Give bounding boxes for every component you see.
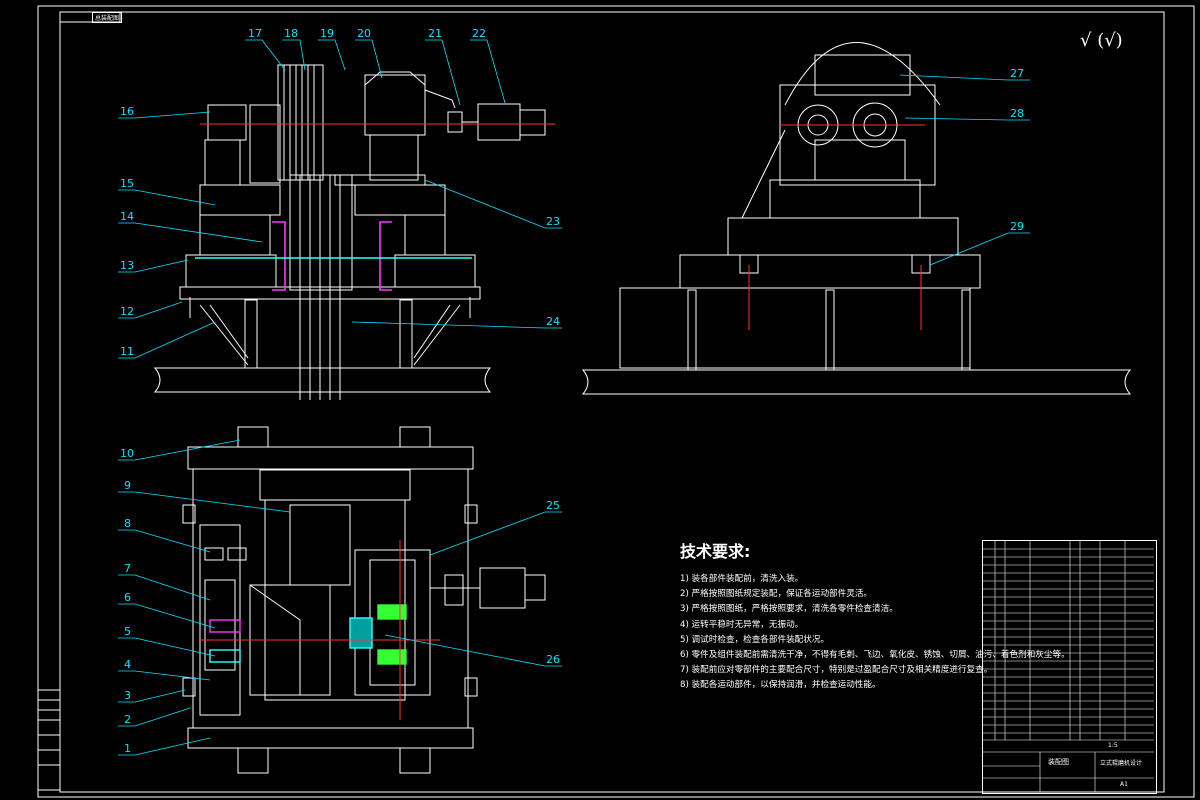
callout-24: 24 <box>546 315 560 328</box>
callout-27: 27 <box>1010 67 1024 80</box>
callout-15: 15 <box>120 177 134 190</box>
callout-leaders <box>118 39 1030 756</box>
callout-20: 20 <box>357 27 371 40</box>
callout-23: 23 <box>546 215 560 228</box>
callout-14: 14 <box>120 210 134 223</box>
callout-7: 7 <box>124 562 131 575</box>
callout-9: 9 <box>124 479 131 492</box>
tech-requirement-item: 6) 零件及组件装配前需清洗干净，不得有毛刺、飞边、氧化皮、锈蚀、切屑、油污、着… <box>680 650 1070 661</box>
callout-5: 5 <box>124 625 131 638</box>
tech-requirement-item: 1) 装各部件装配前，清洗入装。 <box>680 574 804 584</box>
title-block-subtitle: 立式辊磨机设计 <box>1100 760 1143 767</box>
drawing-tag: 总装配图 <box>92 12 123 23</box>
title-block-title: 装配图 <box>1048 758 1069 766</box>
side-elevation-view <box>581 42 1132 395</box>
callout-10: 10 <box>120 447 134 460</box>
callout-2: 2 <box>124 713 131 726</box>
callout-22: 22 <box>472 27 486 40</box>
callout-28: 28 <box>1010 107 1024 120</box>
front-elevation-view <box>153 64 546 400</box>
callout-3: 3 <box>124 689 131 702</box>
title-block-footer: A1 <box>1120 781 1128 788</box>
callout-12: 12 <box>120 305 134 318</box>
side-elevation-accents <box>748 124 925 330</box>
technical-requirements: 技术要求: 1) 装各部件装配前，清洗入装。 2) 严格按照图纸规定装配，保证各… <box>680 538 1070 694</box>
callout-18: 18 <box>284 27 298 40</box>
callout-25: 25 <box>546 499 560 512</box>
callout-13: 13 <box>120 259 134 272</box>
title-block <box>982 540 1157 794</box>
tech-requirement-item: 5) 调试时检查，检查各部件装配状况。 <box>680 634 830 645</box>
callout-1: 1 <box>124 742 131 755</box>
tech-requirement-item: 2) 严格按照图纸规定装配，保证各运动部件灵活。 <box>680 589 873 600</box>
plan-view-accents <box>200 540 440 720</box>
title-block-scale: 1:5 <box>1108 742 1118 749</box>
callout-numbers: 17 18 19 20 21 22 16 15 14 13 12 11 23 2… <box>120 27 1024 755</box>
callout-21: 21 <box>428 27 442 40</box>
tech-requirement-item: 8) 装配各运动部件，以保持润滑，并检查运动性能。 <box>680 680 881 691</box>
drawing-frame <box>37 5 1195 798</box>
callout-11: 11 <box>120 345 134 358</box>
tech-requirement-item: 4) 运转平稳时无异常，无振动。 <box>680 619 804 630</box>
tech-requirements-title: 技术要求: <box>680 542 751 561</box>
callout-19: 19 <box>320 27 334 40</box>
tech-requirement-item: 7) 装配前应对零部件的主要配合尺寸，特别是过盈配合尺寸及相关精度进行复查。 <box>680 665 993 676</box>
callout-6: 6 <box>124 591 131 604</box>
callout-26: 26 <box>546 653 560 666</box>
callout-29: 29 <box>1010 220 1024 233</box>
roughness-symbol: √ (√) <box>1080 30 1123 51</box>
tech-requirement-item: 3) 严格按照图纸，严格按照要求，清洗各零件检查清洁。 <box>680 604 898 615</box>
callout-17: 17 <box>248 27 262 40</box>
callout-4: 4 <box>124 658 131 671</box>
callout-8: 8 <box>124 517 131 530</box>
parts-list-grid <box>983 541 1154 792</box>
front-elevation-accents <box>195 123 555 291</box>
callout-16: 16 <box>120 105 134 118</box>
plan-view <box>182 426 546 774</box>
